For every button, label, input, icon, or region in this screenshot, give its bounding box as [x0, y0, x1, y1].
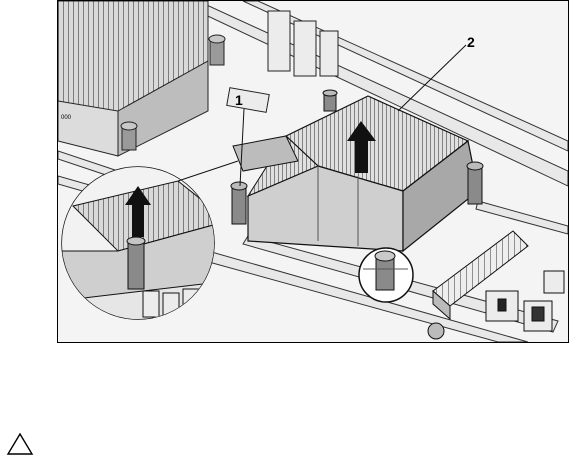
callout-1: 1 — [235, 92, 243, 108]
callout-2: 2 — [467, 34, 475, 50]
heatsink-removal-figure: 000 — [57, 0, 569, 343]
caution-triangle-icon — [6, 432, 34, 456]
screw-detail-circle — [359, 248, 413, 302]
figure-illustration: 000 — [58, 1, 568, 342]
chip-label: 000 — [61, 115, 72, 121]
